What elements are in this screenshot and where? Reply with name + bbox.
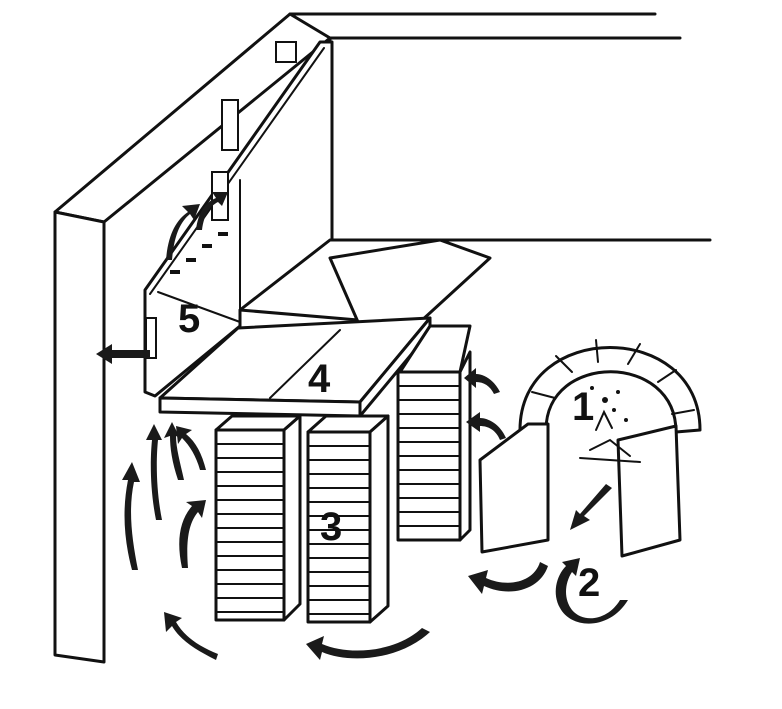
label-brick-pillars: 3 (320, 505, 342, 549)
brick-pillar-left (214, 414, 302, 622)
panel-vent-top (221, 99, 239, 151)
label-backrest-panel: 5 (178, 297, 200, 341)
brick-pillar-front (306, 414, 390, 624)
arrow-icon (468, 562, 548, 594)
heating-bench (158, 238, 492, 418)
panel-slot-row (170, 232, 228, 274)
arrow-icon (164, 612, 218, 660)
left-wall (53, 12, 332, 664)
arrow-icon (166, 204, 200, 260)
arrow-icon (146, 424, 162, 520)
firebox (478, 339, 702, 558)
arrow-icon (570, 484, 612, 530)
panel-vent-upper (275, 41, 297, 63)
arrow-icon (464, 368, 500, 394)
arrow-icon (122, 462, 140, 570)
room-outline (288, 12, 712, 242)
arrow-icon (196, 192, 228, 230)
label-floor-passage: 2 (578, 561, 600, 605)
arrow-icon (466, 412, 506, 440)
panel-vent-side (145, 317, 157, 359)
arrow-icon (306, 628, 430, 660)
label-firebox: 1 (572, 385, 594, 429)
brick-courses (215, 385, 461, 615)
arrow-icon (176, 426, 206, 470)
airflow-arrows (96, 192, 628, 660)
brick-pillar-back (396, 324, 472, 542)
arrow-icon (179, 500, 206, 568)
label-heating-bench: 4 (308, 357, 331, 401)
fire-flames (579, 386, 641, 463)
arrow-icon (96, 344, 150, 364)
